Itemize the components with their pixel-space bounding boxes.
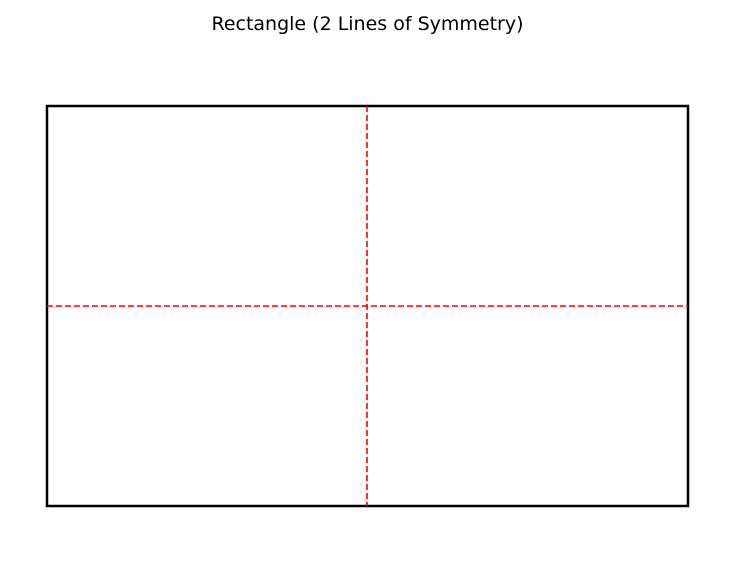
diagram-title: Rectangle (2 Lines of Symmetry) xyxy=(211,13,524,35)
